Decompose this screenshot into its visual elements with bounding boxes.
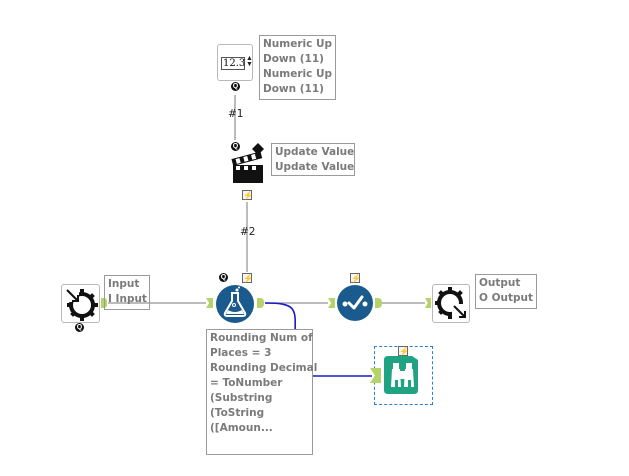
connection-label-1: #1 — [228, 108, 244, 120]
macro-input-annotation: Input I Input — [104, 275, 150, 310]
annotation-line: Numeric Up — [263, 68, 333, 80]
annotation-line: Down (11) — [263, 53, 324, 65]
clapperboard-icon[interactable] — [230, 141, 266, 185]
flask-icon[interactable] — [215, 284, 255, 324]
annotation-line: (ToString — [210, 407, 265, 419]
input-anchor[interactable] — [425, 298, 431, 308]
input-anchor[interactable] — [370, 368, 381, 383]
question-badge: Q — [231, 82, 240, 91]
output-anchor[interactable] — [375, 298, 382, 308]
question-badge: Q — [231, 142, 240, 151]
macro-output-icon — [435, 287, 468, 320]
macro-output-annotation: Output O Output — [475, 274, 537, 309]
annotation-line: Output — [479, 277, 521, 289]
formula-annotation: Rounding Num of Places = 3 Rounding Deci… — [206, 329, 318, 455]
annotation-line: Numeric Up — [263, 38, 333, 50]
annotation-line: Rounding Num of — [210, 332, 313, 344]
numeric-updown-tool[interactable]: 12.3 ▲▼ — [217, 44, 253, 81]
checkmark-icon[interactable] — [336, 284, 374, 322]
macro-output-tool[interactable] — [432, 284, 470, 323]
numeric-updown-annotation: Numeric Up Down (11) Numeric Up Down (11… — [259, 35, 336, 100]
macro-input-tool[interactable] — [61, 284, 100, 323]
question-badge: Q — [75, 323, 84, 332]
annotation-line: Places = 3 — [210, 347, 272, 359]
annotation-line: = ToNumber — [210, 377, 283, 389]
annotation-line: O Output — [479, 292, 534, 304]
annotation-line: Update Value — [275, 161, 355, 173]
question-badge: Q — [219, 273, 228, 282]
annotation-line: Input — [108, 278, 140, 290]
bolt-icon: ⚡ — [242, 273, 253, 283]
annotation-line: Rounding Decimal — [210, 362, 318, 374]
bolt-icon: ⚡ — [398, 346, 409, 356]
annotation-line: Down (11) — [263, 83, 324, 95]
output-anchor[interactable] — [257, 298, 264, 308]
bolt-icon: ⚡ — [242, 190, 253, 200]
annotation-line: (Substring — [210, 392, 273, 404]
binoculars-icon[interactable] — [384, 356, 422, 394]
action-annotation: Update Value Update Value — [271, 143, 355, 176]
numeric-value-field: 12.3 — [221, 57, 246, 70]
bolt-icon: ⚡ — [350, 273, 361, 283]
annotation-line: I Input — [108, 293, 147, 305]
numeric-updown-icon: ▲▼ — [246, 55, 253, 68]
input-anchor[interactable] — [328, 298, 335, 308]
macro-input-icon — [65, 288, 98, 321]
annotation-line: Update Value — [275, 146, 355, 158]
annotation-line: ([Amoun... — [210, 422, 273, 434]
connection-label-2: #2 — [240, 226, 256, 238]
input-anchor[interactable] — [206, 298, 213, 308]
